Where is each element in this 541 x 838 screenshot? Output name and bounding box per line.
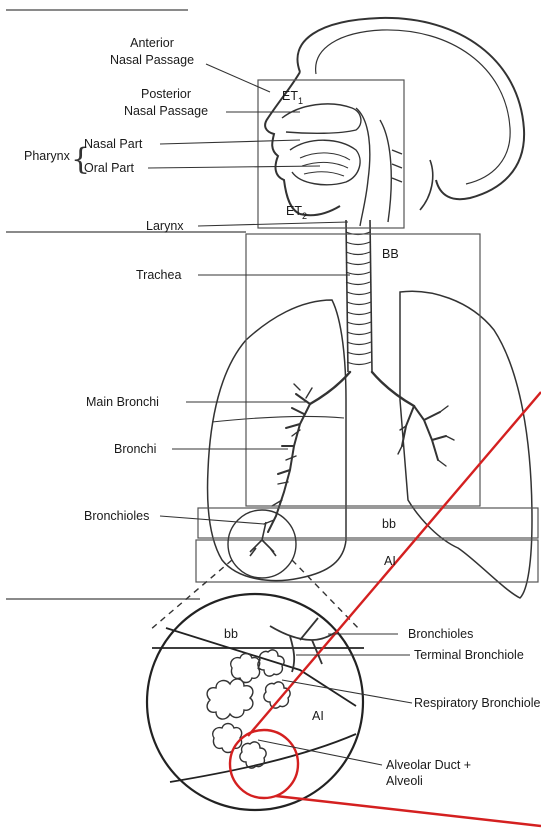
detail-alveolar-cluster: [207, 650, 290, 768]
detail-label-alveolar-1: Alveolar Duct +: [386, 758, 471, 772]
trachea-rings: [346, 232, 371, 365]
left-lung-fissure: [212, 416, 344, 422]
region-bb-upper: BB: [382, 247, 399, 261]
pharynx-wall: [356, 108, 370, 226]
detail-label-alveolar-2: Alveoli: [386, 774, 423, 788]
label-oral-part: Oral Part: [84, 161, 135, 175]
label-nasal-part: Nasal Part: [84, 137, 143, 151]
region-et1: ET1: [282, 89, 303, 106]
detail-circle: [147, 594, 363, 810]
leader-lines: [148, 64, 412, 765]
right-bronchi-secondary: [398, 406, 454, 466]
region-boxes: [196, 80, 538, 582]
label-posterior-nasal-1: Posterior: [141, 87, 191, 101]
leader-bronchioles: [160, 516, 264, 524]
leader-larynx: [198, 222, 348, 226]
region-et2: ET2: [286, 204, 307, 221]
head-illustration: [265, 18, 524, 226]
zoom-dash-left: [150, 560, 232, 630]
leader-nasal-part: [160, 140, 300, 144]
zoom-source-branches: [250, 522, 276, 556]
region-labels: ET1 ET2 BB bb AI bb AI: [224, 89, 399, 723]
tongue-folds: [300, 153, 350, 176]
spine-upper: [380, 120, 402, 222]
detail-boundary-diag: [166, 628, 356, 706]
highlight-line-lower: [276, 796, 541, 826]
label-posterior-nasal-2: Nasal Passage: [124, 104, 208, 118]
skull-inner-outline: [316, 30, 511, 184]
leader-detail-alveolar: [258, 740, 382, 765]
left-bronchi: [268, 394, 310, 532]
skull-outline: [298, 18, 525, 199]
label-bronchioles: Bronchioles: [84, 509, 149, 523]
main-bronchus-left: [310, 372, 350, 404]
zoom-indicator: [150, 510, 360, 630]
anatomy-labels: Anterior Nasal Passage Posterior Nasal P…: [24, 36, 208, 523]
nasal-cavity: [282, 104, 361, 133]
right-bronchi: [402, 406, 446, 460]
label-anterior-nasal-1: Anterior: [130, 36, 174, 50]
detail-label-respiratory-bronchiole: Respiratory Bronchiole: [414, 696, 540, 710]
label-anterior-nasal-2: Nasal Passage: [110, 53, 194, 67]
detail-label-bronchioles: Bronchioles: [408, 627, 473, 641]
label-main-bronchi: Main Bronchi: [86, 395, 159, 409]
detail-labels: Bronchioles Terminal Bronchiole Respirat…: [386, 627, 540, 788]
leader-anterior-nasal: [206, 64, 270, 92]
neck-line: [420, 160, 433, 210]
detail-region-bb: bb: [224, 627, 238, 641]
detail-view: [147, 594, 364, 810]
trachea-illustration: [346, 220, 372, 372]
detail-label-terminal-bronchiole: Terminal Bronchiole: [414, 648, 524, 662]
label-bronchi: Bronchi: [114, 442, 156, 456]
zoom-source-circle: [228, 510, 296, 578]
trachea-right-wall: [370, 220, 372, 372]
label-trachea: Trachea: [136, 268, 181, 282]
detail-region-al: AI: [312, 709, 324, 723]
lungs-illustration: [208, 291, 532, 598]
main-bronchus-right: [372, 372, 414, 406]
region-bb-lower: bb: [382, 517, 396, 531]
left-bronchi-secondary: [264, 384, 312, 524]
label-larynx: Larynx: [146, 219, 184, 233]
right-lung-outline: [400, 291, 532, 598]
region-al: AI: [384, 554, 396, 568]
leader-oral-part: [148, 166, 320, 168]
label-pharynx: Pharynx: [24, 149, 71, 163]
